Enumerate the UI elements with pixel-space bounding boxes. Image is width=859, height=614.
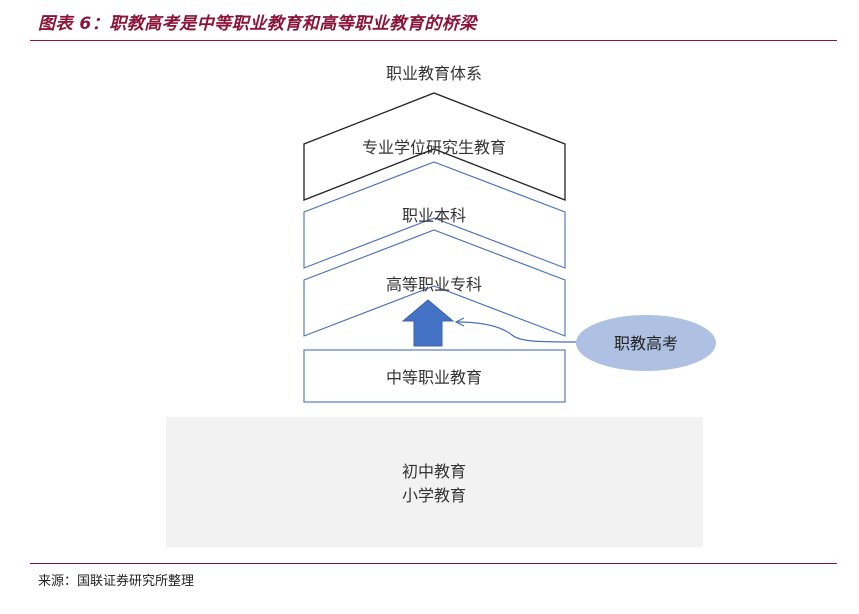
bridge-ellipse (576, 315, 716, 371)
top-divider (30, 40, 837, 41)
source-note: 来源：国联证券研究所整理 (38, 574, 195, 589)
chevron-junior-college (303, 229, 566, 337)
basic-education-line-1: 初中教育 (402, 462, 466, 481)
basic-education-box (166, 417, 703, 547)
bridge-connector (456, 322, 581, 343)
chevron-undergraduate (303, 161, 566, 269)
secondary-vocational-box (303, 349, 566, 403)
level-label-junior-college: 高等职业专科 (386, 275, 482, 294)
figure-title: 图表 6：职教高考是中等职业教育和高等职业教育的桥梁 (38, 14, 477, 34)
chevron-postgraduate (303, 92, 566, 201)
level-label-postgraduate: 专业学位研究生教育 (362, 138, 506, 157)
bridge-label: 职教高考 (614, 334, 678, 353)
level-label-undergraduate: 职业本科 (402, 206, 466, 225)
bottom-divider (30, 563, 837, 564)
basic-education-line-2: 小学教育 (402, 486, 466, 505)
system-label: 职业教育体系 (386, 64, 482, 83)
secondary-vocational-label: 中等职业教育 (386, 368, 482, 387)
upward-arrow (401, 299, 455, 347)
